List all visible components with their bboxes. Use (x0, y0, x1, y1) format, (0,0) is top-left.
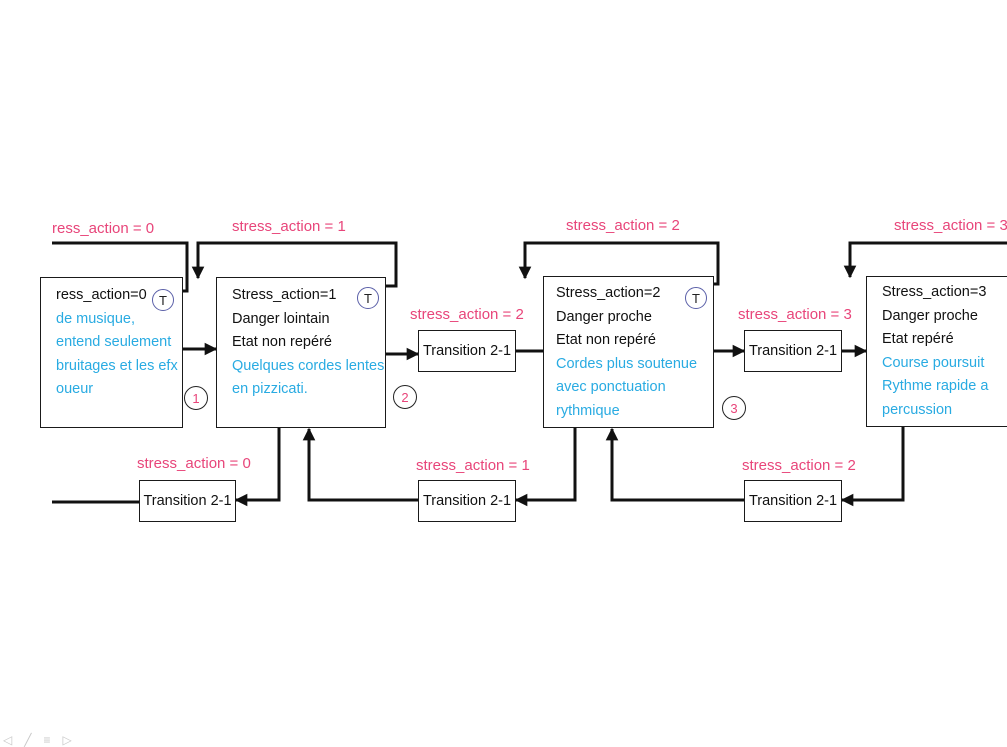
state-1-line-5: en pizzicati. (232, 381, 308, 397)
label-forward-1-2: stress_action = 2 (410, 306, 524, 323)
state-3-line-6: percussion (882, 401, 953, 418)
state-1-number: 2 (393, 385, 417, 409)
state-0-line-2: de musique, (56, 310, 135, 327)
state-2-line-1: Stress_action=2 (556, 285, 661, 301)
state-2-t-badge: T (685, 287, 707, 309)
next-slide-icon[interactable]: ▷ (62, 733, 72, 747)
state-0-line-1: ress_action=0 (56, 287, 147, 303)
slide-navigation: ◁ ╱ ≡ ▷ (3, 733, 72, 747)
transition-box-2-3: Transition 2-1 (744, 330, 842, 372)
state-3-line-3: Etat repéré (882, 331, 954, 347)
menu-icon[interactable]: ≡ (43, 733, 51, 747)
label-loop-3: stress_action = 3 (894, 217, 1007, 234)
state-2-line-6: rythmique (556, 402, 620, 419)
state-1-line-2: Danger lointain (232, 310, 330, 327)
label-loop-2: stress_action = 2 (566, 217, 680, 234)
state-2-line-5: avec ponctuation (556, 379, 666, 395)
loop-arrow-3 (843, 241, 1007, 279)
state-2-line-3: Etat non repéré (556, 332, 656, 348)
state-3-line-2: Danger proche (882, 307, 978, 324)
back-arrow-s1 (234, 427, 281, 507)
label-loop-0: ress_action = 0 (52, 220, 155, 237)
loop-arrow-2 (518, 241, 720, 286)
state-1-line-1: Stress_action=1 (232, 287, 337, 303)
prev-slide-icon[interactable]: ◁ (3, 733, 13, 747)
back-arrow-s3 (840, 427, 905, 507)
label-forward-2-3: stress_action = 3 (738, 306, 852, 323)
label-loop-1: stress_action = 1 (232, 218, 346, 235)
state-2-number: 3 (722, 396, 746, 420)
state-0-box: ress_action=0 de musique, entend seuleme… (40, 277, 183, 428)
state-3-line-5: Rythme rapide a (882, 378, 989, 394)
transition-box-1-2: Transition 2-1 (418, 330, 516, 372)
loop-arrow-1 (191, 241, 398, 288)
state-1-t-badge: T (357, 287, 379, 309)
state-3-line-4: Course poursuit (882, 354, 985, 371)
transition-box-back-0: Transition 2-1 (139, 480, 236, 522)
state-1-line-3: Etat non repéré (232, 334, 332, 350)
state-2-line-4: Cordes plus soutenue (556, 355, 698, 372)
transition-box-back-1: Transition 2-1 (418, 480, 516, 522)
state-0-line-5: oueur (56, 381, 94, 397)
back-arrow-t3-s2 (605, 427, 744, 502)
state-0-line-4: bruitages et les efx (56, 357, 178, 374)
state-1-box: Stress_action=1 Danger lointain Etat non… (216, 277, 386, 428)
state-3-box: Stress_action=3 Danger proche Etat repér… (866, 276, 1007, 427)
state-2-box: Stress_action=2 Danger proche Etat non r… (543, 276, 714, 428)
state-3-line-1: Stress_action=3 (882, 284, 987, 300)
state-0-number: 1 (184, 386, 208, 410)
label-back-2: stress_action = 2 (742, 457, 856, 474)
state-0-line-3: entend seulement (56, 334, 172, 350)
state-2-line-2: Danger proche (556, 308, 652, 325)
back-arrow-s2 (514, 427, 577, 507)
state-0-t-badge: T (152, 289, 174, 311)
label-back-0: stress_action = 0 (137, 455, 251, 472)
pen-icon[interactable]: ╱ (24, 733, 32, 747)
back-arrow-t2-s1 (302, 427, 418, 502)
label-back-1: stress_action = 1 (416, 457, 530, 474)
transition-box-back-2: Transition 2-1 (744, 480, 842, 522)
state-1-line-4: Quelques cordes lentes (232, 357, 385, 374)
